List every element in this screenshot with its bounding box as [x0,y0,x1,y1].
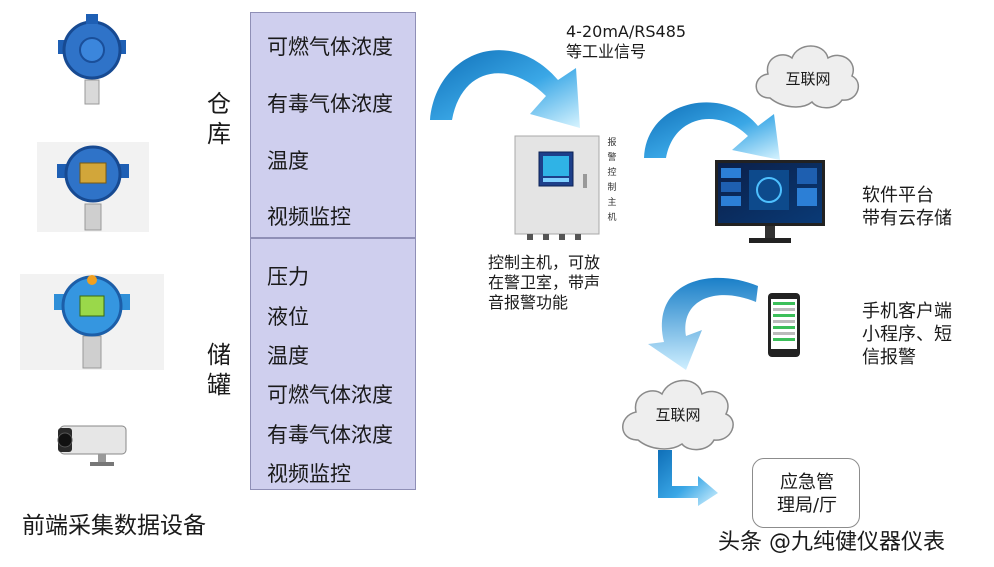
panel-item: 视频监控 [267,462,351,486]
gas-detector-3-icon [20,274,164,370]
gas-detector-1-icon [52,14,132,110]
panel-item: 有毒气体浓度 [267,423,393,447]
controller-side-char: 主 [607,198,617,208]
panel-item: 温度 [267,344,309,368]
arrow-to-controller [430,50,580,128]
panel-item: 压力 [267,265,309,289]
tank-panel: 压力 液位 温度 可燃气体浓度 有毒气体浓度 视频监控 [250,238,416,490]
internet-cloud-top-icon [755,45,860,109]
controller-side-char: 报 [607,138,617,148]
emergency-text: 应急管 理局/厅 [753,471,861,517]
warehouse-label-char: 库 [207,120,231,148]
panel-item: 可燃气体浓度 [267,383,393,407]
mobile-phone-icon [767,292,801,358]
software-monitor-icon [713,158,827,246]
panel-item: 有毒气体浓度 [267,92,393,116]
arrow-to-lower-cloud [648,277,758,370]
software-line: 带有云存储 [862,208,952,229]
warehouse-label: 仓 库 [204,89,234,149]
controller-caption-line: 音报警功能 [488,293,569,312]
signal-line-1: 4-20mA/RS485 [566,22,687,41]
software-line: 软件平台 [862,185,934,206]
warehouse-label-char: 仓 [207,90,231,118]
controller-side-char: 机 [607,213,617,223]
signal-line-2: 等工业信号 [566,42,647,61]
internet-cloud-bottom-label: 互联网 [655,406,701,424]
controller-caption: 控制主机，可放 在警卫室，带声 音报警功能 [488,253,600,313]
mobile-line: 信报警 [862,347,916,368]
arrow-to-software [644,102,780,160]
warehouse-panel: 可燃气体浓度 有毒气体浓度 温度 视频监控 [250,12,416,238]
mobile-text: 手机客户端 小程序、短 信报警 [862,300,952,369]
tank-label: 储 罐 [204,340,234,400]
emergency-line: 应急管 [780,472,834,493]
arrow-to-emergency [658,450,718,506]
controller-caption-line: 在警卫室，带声 [488,273,601,292]
controller-cabinet-icon [513,134,601,242]
controller-side-char: 制 [607,183,617,193]
signal-text: 4-20mA/RS485 等工业信号 [566,22,686,62]
panel-item: 温度 [267,149,309,173]
mobile-line: 小程序、短 [862,324,952,345]
controller-side-char: 警 [607,153,617,163]
tank-label-char: 储 [207,341,231,369]
software-text: 软件平台 带有云存储 [862,184,952,230]
panel-item: 液位 [267,305,309,329]
controller-caption-line: 控制主机，可放 [488,253,601,272]
controller-side-label: 报 警 控 制 主 机 [606,136,618,226]
internet-cloud-top-label: 互联网 [785,70,831,88]
watermark: 头条 @九纯健仪器仪表 [718,530,945,555]
panel-item: 视频监控 [267,205,351,229]
panel-item: 可燃气体浓度 [267,35,393,59]
emergency-box: 应急管 理局/厅 [752,458,860,528]
tank-label-char: 罐 [207,371,231,399]
internet-cloud-bottom-icon [622,379,734,451]
gas-detector-2-icon [37,142,149,232]
camera-icon [54,418,134,468]
emergency-line: 理局/厅 [776,495,838,516]
controller-side-char: 控 [607,168,617,178]
mobile-line: 手机客户端 [862,301,952,322]
devices-title: 前端采集数据设备 [22,513,206,539]
